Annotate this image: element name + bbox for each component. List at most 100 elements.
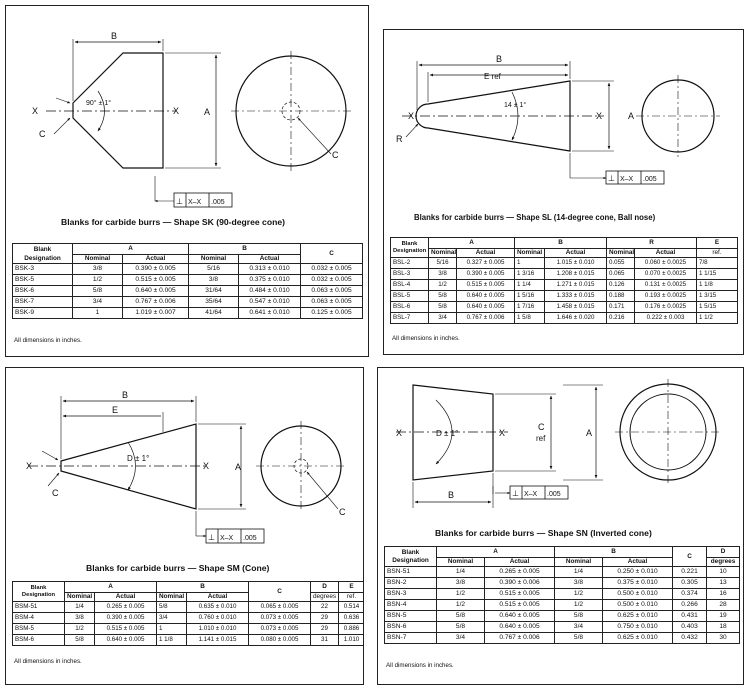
cell-ba: 1.271 ± 0.015 (544, 279, 607, 291)
cell-bn: 1 5/16 (514, 290, 545, 302)
cell-an: 1/2 (436, 588, 485, 600)
cell-bn: 1 (156, 623, 187, 635)
cell-ba: 1.208 ± 0.015 (544, 268, 607, 280)
cell-e: 1 5/15 (696, 301, 738, 313)
cell-an: 5/8 (428, 301, 457, 313)
header-a-nominal: Nominal (428, 248, 457, 258)
cell-c: 0.432 (672, 632, 707, 644)
header-b-nominal: Nominal (156, 592, 187, 602)
header-b-actual: Actual (602, 557, 673, 567)
label-b: B (496, 54, 502, 64)
panel-shape-sk: B X X C A C 90° ± 1° ⊥ X–X .005 Blanks f… (5, 5, 369, 357)
tol-datum: X–X (220, 535, 234, 542)
label-x-left: X (396, 428, 402, 438)
cell-d: BSM-5 (12, 623, 65, 635)
cell-ba: 1.141 ± 0.015 (186, 634, 249, 646)
cell-e: 7/8 (696, 257, 738, 269)
cell-ba: 0.547 ± 0.010 (238, 296, 301, 308)
cell-dg: 28 (706, 599, 740, 611)
cell-aa: 1.019 ± 0.007 (122, 307, 189, 319)
cell-an: 3/8 (428, 268, 457, 280)
label-angle: 90° ± 1° (86, 99, 111, 107)
tol-value: .005 (547, 491, 561, 498)
cell-ra: 0.222 ± 0.003 (634, 312, 697, 324)
label-x-left: X (26, 461, 32, 471)
cell-c: 0.403 (672, 621, 707, 633)
cell-c: 0.065 ± 0.005 (248, 601, 311, 613)
label-x-right: X (596, 111, 602, 121)
header-d: D (706, 546, 740, 558)
caption-shape-sl: Blanks for carbide burrs — Shape SL (14-… (414, 213, 656, 222)
header-b-nominal: Nominal (188, 254, 239, 264)
cell-bn: 3/4 (554, 621, 603, 633)
cell-ba: 0.635 ± 0.010 (186, 601, 249, 613)
cell-aa: 0.265 ± 0.005 (94, 601, 157, 613)
cell-d: BSN-51 (384, 566, 437, 578)
header-b-nominal: Nominal (514, 248, 545, 258)
header-b-actual: Actual (186, 592, 249, 602)
cell-d: BSK-3 (12, 263, 73, 275)
cell-ba: 0.375 ± 0.010 (238, 274, 301, 286)
cell-bn: 1 (514, 257, 545, 269)
cell-dg: 10 (706, 566, 740, 578)
cell-e: 1 3/15 (696, 290, 738, 302)
header-b-actual: Actual (544, 248, 607, 258)
cell-aa: 0.767 ± 0.006 (122, 296, 189, 308)
cell-ba: 1.015 ± 0.010 (544, 257, 607, 269)
cell-ba: 0.500 ± 0.010 (602, 599, 673, 611)
header-d-degrees: degrees (310, 592, 339, 602)
cell-an: 3/4 (72, 296, 123, 308)
label-c-circle: C (332, 150, 339, 160)
cell-ba: 0.500 ± 0.010 (602, 588, 673, 600)
drawing-shape-sl: B E ref X X R 14 ± 1° A ⊥ X–X .005 (396, 54, 720, 185)
cell-an: 5/8 (72, 285, 123, 297)
header-b: B (554, 546, 673, 558)
header-a-actual: Actual (94, 592, 157, 602)
note-dimensions: All dimensions in inches. (14, 337, 82, 344)
header-e: E (696, 237, 738, 249)
cell-bn: 1 3/16 (514, 268, 545, 280)
cell-dg: 18 (706, 621, 740, 633)
cell-an: 1 (72, 307, 123, 319)
cell-bn: 5/8 (554, 632, 603, 644)
cell-aa: 0.390 ± 0.005 (456, 268, 515, 280)
cell-e: 1 1/8 (696, 279, 738, 291)
cell-an: 1/4 (64, 601, 95, 613)
cell-c: 0.073 ± 0.005 (248, 612, 311, 624)
cell-e: 1.010 (338, 634, 363, 646)
label-c-ref: ref (536, 434, 546, 443)
cell-an: 1/2 (64, 623, 95, 635)
tol-datum: X–X (620, 176, 634, 183)
cell-ba: 0.760 ± 0.010 (186, 612, 249, 624)
cell-aa: 0.640 ± 0.005 (484, 621, 555, 633)
cell-rn: 0.065 (606, 268, 635, 280)
panel-shape-sn: X X D ± 1° C ref B A ⊥ X–X .005 Blanks f… (377, 367, 744, 685)
cell-d: BSN-4 (384, 599, 437, 611)
cell-dg: 13 (706, 577, 740, 589)
cell-aa: 0.767 ± 0.006 (484, 632, 555, 644)
label-b: B (448, 490, 454, 500)
cell-dg: 30 (706, 632, 740, 644)
cell-bn: 5/8 (156, 601, 187, 613)
cell-an: 5/8 (428, 290, 457, 302)
header-r-nominal: Nominal (606, 248, 635, 258)
header-b-actual: Actual (238, 254, 301, 264)
header-a: A (72, 243, 189, 255)
cell-ba: 0.641 ± 0.010 (238, 307, 301, 319)
label-x-left: X (32, 106, 38, 116)
cell-d: BSN-3 (384, 588, 437, 600)
cell-bn: 1/4 (554, 566, 603, 578)
cell-aa: 0.515 ± 0.005 (122, 274, 189, 286)
caption-shape-sm: Blanks for carbide burrs — Shape SM (Con… (86, 563, 270, 573)
cell-ba: 0.484 ± 0.010 (238, 285, 301, 297)
label-a: A (586, 428, 592, 438)
header-c: C (672, 546, 707, 567)
cell-ra: 0.060 ± 0.0025 (634, 257, 697, 269)
